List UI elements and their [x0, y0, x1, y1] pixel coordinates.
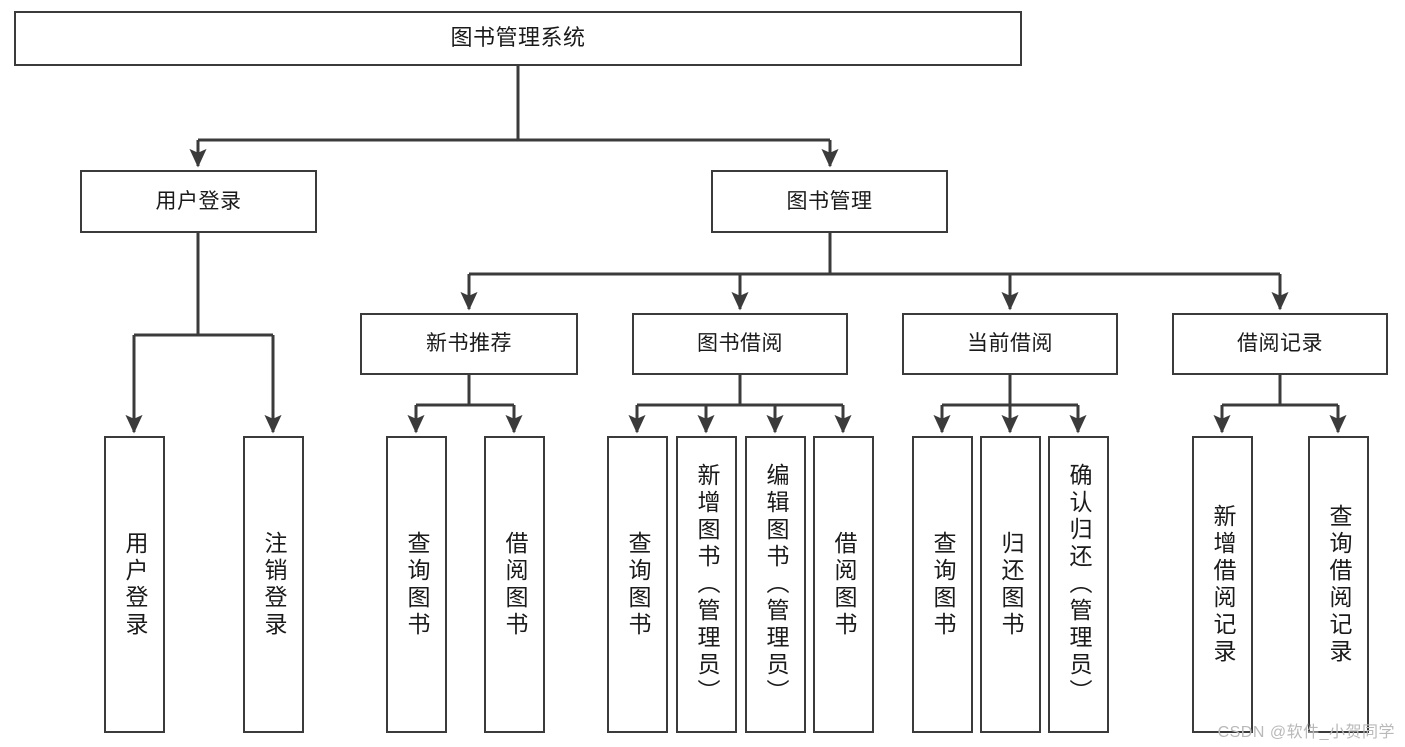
node-leaf-cur-return[interactable]: 归还图书 [980, 436, 1041, 733]
node-leaf-cur-confirm-label: 确认归还（管理员） [1066, 463, 1092, 706]
node-book-manage[interactable]: 图书管理 [711, 170, 948, 233]
node-leaf-user-logout-label: 注销登录 [261, 530, 287, 639]
node-book-borrow[interactable]: 图书借阅 [632, 313, 848, 375]
node-leaf-borrow-edit-label: 编辑图书（管理员） [763, 463, 789, 706]
node-borrow-record[interactable]: 借阅记录 [1172, 313, 1388, 375]
node-leaf-user-logout[interactable]: 注销登录 [243, 436, 304, 733]
node-leaf-rec-search-label: 查询借阅记录 [1326, 503, 1352, 666]
node-leaf-borrow-add[interactable]: 新增图书（管理员） [676, 436, 737, 733]
node-leaf-rec-borrow-label: 借阅图书 [502, 530, 528, 639]
node-leaf-rec-add[interactable]: 新增借阅记录 [1192, 436, 1253, 733]
node-leaf-rec-query-label: 查询图书 [404, 530, 430, 639]
node-new-book-rec-label: 新书推荐 [426, 332, 512, 356]
node-current-borrow-label: 当前借阅 [967, 332, 1053, 356]
node-book-manage-label: 图书管理 [786, 189, 873, 213]
node-borrow-record-label: 借阅记录 [1237, 332, 1323, 356]
node-leaf-borrow-add-label: 新增图书（管理员） [694, 463, 720, 706]
node-leaf-rec-search[interactable]: 查询借阅记录 [1308, 436, 1369, 733]
node-book-borrow-label: 图书借阅 [697, 332, 783, 356]
node-leaf-borrow-lend-label: 借阅图书 [831, 530, 857, 639]
node-leaf-cur-query-label: 查询图书 [930, 530, 956, 639]
node-leaf-rec-query[interactable]: 查询图书 [386, 436, 447, 733]
node-leaf-rec-add-label: 新增借阅记录 [1210, 503, 1236, 666]
node-leaf-cur-query[interactable]: 查询图书 [912, 436, 973, 733]
node-leaf-borrow-query-label: 查询图书 [625, 530, 651, 639]
node-leaf-user-login-label: 用户登录 [122, 530, 148, 639]
node-leaf-user-login[interactable]: 用户登录 [104, 436, 165, 733]
node-leaf-rec-borrow[interactable]: 借阅图书 [484, 436, 545, 733]
node-new-book-rec[interactable]: 新书推荐 [360, 313, 578, 375]
node-root[interactable]: 图书管理系统 [14, 11, 1022, 66]
node-leaf-cur-return-label: 归还图书 [998, 530, 1024, 639]
watermark: CSDN @软件_小贺同学 [1217, 724, 1395, 741]
node-leaf-cur-confirm[interactable]: 确认归还（管理员） [1048, 436, 1109, 733]
node-leaf-borrow-query[interactable]: 查询图书 [607, 436, 668, 733]
node-leaf-borrow-lend[interactable]: 借阅图书 [813, 436, 874, 733]
node-user-login-label: 用户登录 [155, 189, 242, 213]
node-root-label: 图书管理系统 [450, 25, 586, 51]
node-current-borrow[interactable]: 当前借阅 [902, 313, 1118, 375]
node-leaf-borrow-edit[interactable]: 编辑图书（管理员） [745, 436, 806, 733]
node-user-login[interactable]: 用户登录 [80, 170, 317, 233]
